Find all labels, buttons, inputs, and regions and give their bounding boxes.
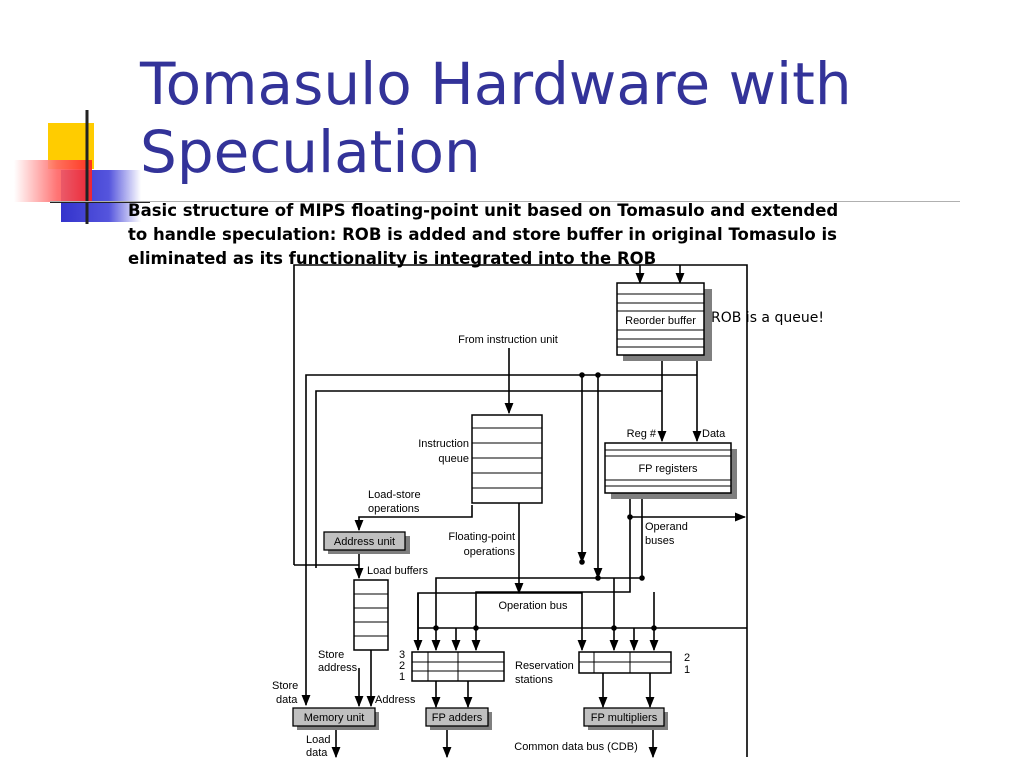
memory-unit: Memory unit <box>292 707 379 730</box>
rs-mul-number-1: 1 <box>684 664 690 676</box>
fp-registers: FP registers <box>604 442 737 499</box>
junction-dot <box>627 514 633 520</box>
rs-number-3: 3 <box>399 649 405 661</box>
slide-caption: Basic structure of MIPS floating-point u… <box>128 199 928 271</box>
load-buffers-label: Load buffers <box>367 565 428 577</box>
load-store-path <box>354 505 473 532</box>
address-unit: Address unit <box>323 531 410 554</box>
cdb-label: Common data bus (CDB) <box>514 741 638 753</box>
store-address-label-1: Store <box>318 649 344 661</box>
fp-adders: FP adders <box>425 707 492 730</box>
instruction-queue <box>471 414 543 504</box>
reservation-stations-label-2: stations <box>515 674 553 686</box>
fp-registers-label: FP registers <box>638 463 698 475</box>
operation-bus-label: Operation bus <box>498 600 568 612</box>
junction-dot <box>639 575 645 581</box>
reorder-buffer-label: Reorder buffer <box>625 315 696 327</box>
store-data-label-1: Store <box>272 680 298 692</box>
instruction-queue-label-1: Instruction <box>418 438 469 450</box>
rs-number-1: 1 <box>399 671 405 683</box>
fp-multipliers: FP multipliers <box>583 707 668 730</box>
reservation-stations-label-1: Reservation <box>515 660 574 672</box>
fp-adders-label: FP adders <box>432 712 483 724</box>
fp-ops-label-1: Floating-point <box>448 531 515 543</box>
from-instruction-unit-label: From instruction unit <box>458 334 558 346</box>
data-label: Data <box>702 428 726 440</box>
rob-bus-2 <box>315 390 662 568</box>
rob-bus-1 <box>301 374 697 707</box>
load-data-label-2: data <box>306 747 328 759</box>
reservation-stations-adders <box>411 651 505 682</box>
junction-dot <box>579 372 585 378</box>
load-data-label-1: Load <box>306 734 330 746</box>
junction-dot <box>595 575 601 581</box>
caption-line-1: Basic structure of MIPS floating-point u… <box>128 201 839 220</box>
operand-bus-1 <box>471 497 631 652</box>
store-address-label-2: address <box>318 662 358 674</box>
rs-number-2: 2 <box>399 660 405 672</box>
rob-queue-note: ROB is a queue! <box>711 310 824 326</box>
title-line-2: Speculation <box>140 118 481 186</box>
address-unit-label: Address unit <box>334 536 395 548</box>
junction-dot <box>651 625 657 631</box>
fp-multipliers-label: FP multipliers <box>591 712 658 724</box>
instruction-queue-label-2: queue <box>438 453 469 465</box>
reservation-stations-multipliers <box>578 651 672 674</box>
outer-frame <box>293 264 748 757</box>
title-line-1: Tomasulo Hardware with <box>140 50 852 118</box>
junction-dot <box>473 625 479 631</box>
reorder-buffer: Reorder buffer <box>616 282 712 361</box>
operand-buses-label-2: buses <box>645 535 675 547</box>
junction-dot <box>595 372 601 378</box>
caption-line-3: eliminated as its functionality is integ… <box>128 249 657 268</box>
junction-dot <box>433 625 439 631</box>
operand-buses-label-1: Operand <box>645 521 688 533</box>
memory-unit-label: Memory unit <box>304 712 365 724</box>
address-label: Address <box>375 694 416 706</box>
title-rule <box>50 201 960 202</box>
junction-dot <box>579 559 585 565</box>
junction-dot <box>611 625 617 631</box>
rs-mul-number-2: 2 <box>684 652 690 664</box>
decorative-corner-graphic <box>14 110 150 224</box>
load-buffers <box>353 579 389 651</box>
fp-ops-label-2: operations <box>464 546 516 558</box>
deco-red-square <box>14 160 92 202</box>
caption-line-2: to handle speculation: ROB is added and … <box>128 225 837 244</box>
reg-num-label: Reg # <box>627 428 657 440</box>
load-store-label-1: Load-store <box>368 489 421 501</box>
load-store-label-2: operations <box>368 503 420 515</box>
operand-bus-2 <box>431 497 643 652</box>
store-data-label-2: data <box>276 694 298 706</box>
slide-title: Tomasulo Hardware with Speculation <box>140 50 1000 186</box>
